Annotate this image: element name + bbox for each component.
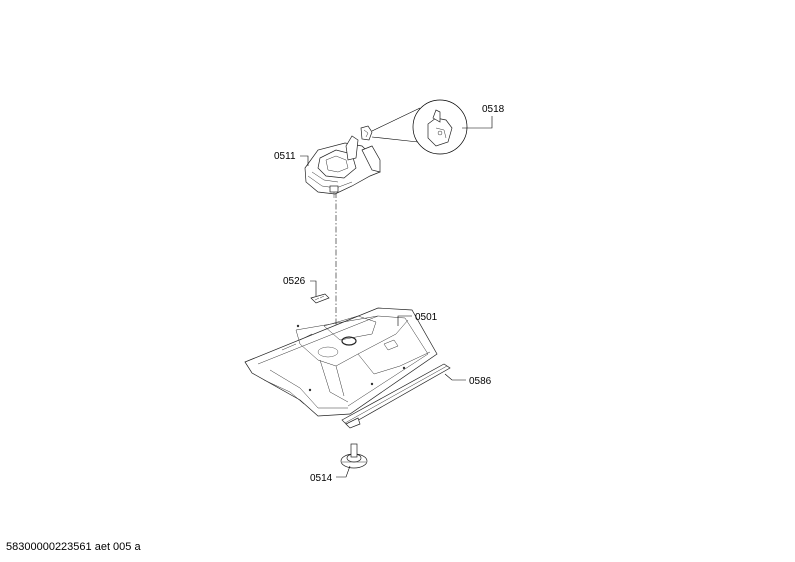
part-0511-fan-motor[interactable] [304,135,381,198]
leader-0501 [397,315,412,326]
part-0514-foot[interactable] [340,443,368,469]
label-0511: 0511 [274,151,296,162]
detail-callout-circle [371,99,468,155]
label-0501: 0501 [415,312,438,323]
leader-0511 [300,155,309,166]
leader-0526 [310,280,317,296]
part-0526-clip[interactable] [310,293,330,304]
label-0518: 0518 [482,104,505,115]
label-0514: 0514 [310,473,333,484]
part-0518-bracket[interactable] [360,125,373,141]
leader-0514 [336,465,351,478]
document-id-footer: 58300000223561 aet 005 a [6,541,141,553]
label-0586: 0586 [469,376,492,387]
part-0586-seal-strip[interactable] [341,363,451,429]
part-0501-base-plate[interactable] [244,307,438,417]
leader-0518 [462,116,493,129]
leader-0586 [444,373,466,381]
label-0526: 0526 [283,276,306,287]
